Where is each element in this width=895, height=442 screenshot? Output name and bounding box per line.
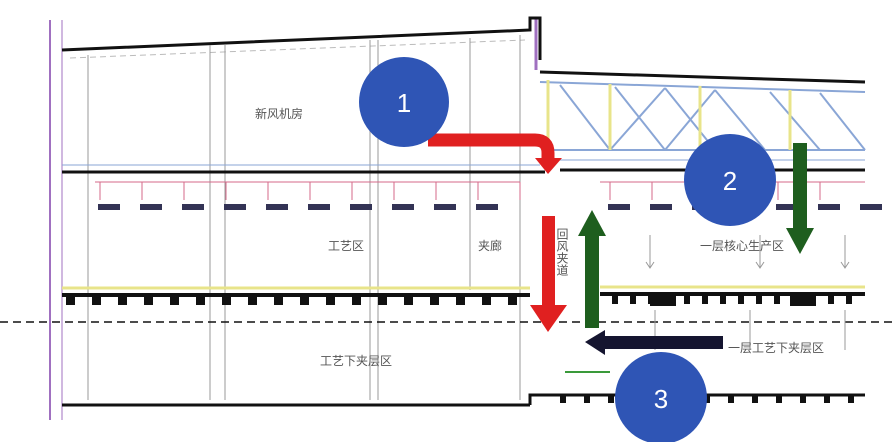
slab-beam bbox=[810, 294, 816, 304]
slab-beam bbox=[300, 295, 309, 305]
diffuser bbox=[266, 204, 288, 210]
badge-1-label: 1 bbox=[397, 88, 411, 118]
slab-beam bbox=[326, 295, 335, 305]
slab-beam bbox=[170, 295, 179, 305]
diffuser bbox=[224, 204, 246, 210]
label-corridor: 夹廊 bbox=[478, 238, 502, 253]
bottom-beam bbox=[776, 395, 782, 403]
label-process-zone: 工艺区 bbox=[328, 239, 364, 253]
bottom-floor-slab bbox=[62, 393, 865, 407]
slab-beam bbox=[774, 294, 780, 304]
slab-beam bbox=[720, 294, 726, 304]
diffuser bbox=[350, 204, 372, 210]
diffuser bbox=[98, 204, 120, 210]
bottom-beam bbox=[848, 395, 854, 403]
slab-beam bbox=[248, 295, 257, 305]
slab-beam bbox=[456, 295, 465, 305]
diffuser bbox=[776, 204, 798, 210]
bottom-beam bbox=[800, 395, 806, 403]
diffuser bbox=[476, 204, 498, 210]
diffuser bbox=[608, 204, 630, 210]
diffuser bbox=[434, 204, 456, 210]
dark-left-arrow bbox=[585, 330, 723, 355]
slab-beam bbox=[756, 294, 762, 304]
slab-beam bbox=[144, 295, 153, 305]
slab-beam bbox=[702, 294, 708, 304]
slab-beam bbox=[828, 294, 834, 304]
slab-beam bbox=[404, 295, 413, 305]
bottom-beam bbox=[584, 395, 590, 403]
badge-3-label: 3 bbox=[654, 384, 668, 414]
left-border-lines bbox=[49, 18, 538, 420]
label-return-channel: 回风夹道 bbox=[555, 228, 569, 276]
diffuser bbox=[818, 204, 840, 210]
red-down-arrow bbox=[530, 216, 567, 332]
slab-beam bbox=[66, 295, 75, 305]
slab-beam bbox=[684, 294, 690, 304]
badge-2-label: 2 bbox=[723, 166, 737, 196]
badge-1: 1 bbox=[359, 57, 449, 147]
slab-beam bbox=[792, 294, 798, 304]
bottom-beam bbox=[704, 395, 710, 403]
slab-beam bbox=[666, 294, 672, 304]
diffuser bbox=[860, 204, 882, 210]
slab-beam bbox=[648, 294, 654, 304]
bottom-beam bbox=[728, 395, 734, 403]
diffuser bbox=[182, 204, 204, 210]
slab-beam bbox=[482, 295, 491, 305]
slab-beam bbox=[378, 295, 387, 305]
slab-beam bbox=[352, 295, 361, 305]
label-lower-zone: 工艺下夹层区 bbox=[320, 354, 392, 368]
badge-2: 2 bbox=[684, 134, 776, 226]
green-down-arrow bbox=[786, 143, 814, 254]
slab-beam bbox=[274, 295, 283, 305]
bottom-beam bbox=[608, 395, 614, 403]
bottom-beam bbox=[752, 395, 758, 403]
badge-3: 3 bbox=[615, 352, 707, 442]
diffuser bbox=[140, 204, 162, 210]
slab-beam bbox=[430, 295, 439, 305]
label-right-upper-zone: 一层核心生产区 bbox=[700, 239, 784, 253]
slab-beam bbox=[222, 295, 231, 305]
main-floor-slab bbox=[62, 285, 865, 306]
slab-beam bbox=[738, 294, 744, 304]
slab-beam bbox=[118, 295, 127, 305]
slab-beam bbox=[92, 295, 101, 305]
bottom-beam bbox=[824, 395, 830, 403]
left-roof bbox=[61, 16, 542, 60]
label-right-lower-zone: 一层工艺下夹层区 bbox=[728, 341, 824, 355]
diffuser bbox=[650, 204, 672, 210]
bottom-beam bbox=[560, 395, 566, 403]
slab-beam bbox=[846, 294, 852, 304]
slab-beam bbox=[630, 294, 636, 304]
diffuser bbox=[308, 204, 330, 210]
diffuser bbox=[392, 204, 414, 210]
upper-room-columns bbox=[87, 35, 521, 400]
green-up-arrow bbox=[578, 210, 606, 328]
slab-beam bbox=[508, 295, 517, 305]
slab-beam bbox=[612, 294, 618, 304]
red-bent-arrow bbox=[428, 133, 562, 174]
label-top-room: 新风机房 bbox=[255, 106, 303, 121]
slab-beam bbox=[196, 295, 205, 305]
